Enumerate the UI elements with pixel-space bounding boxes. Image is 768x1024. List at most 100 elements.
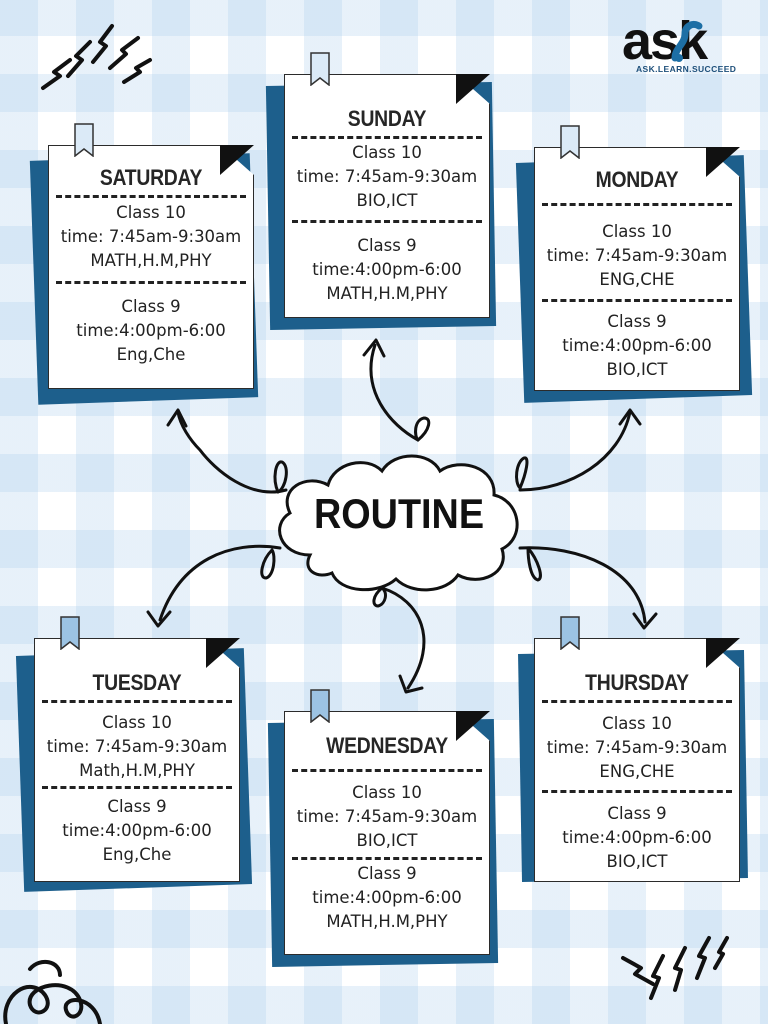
logo-mark-icon	[671, 20, 703, 62]
page-fold-icon	[706, 147, 740, 177]
class9-subjects: MATH,H.M,PHY	[326, 912, 448, 931]
class10-time: time: 7:45am-9:30am	[296, 167, 478, 186]
bookmark-tab-icon	[560, 125, 580, 159]
class10-label: Class 10	[116, 203, 186, 222]
class9-block: Class 9 time:4:00pm-6:00 MATH,H.M,PHY	[284, 234, 490, 306]
arrow-monday	[518, 410, 632, 492]
card-paper	[284, 711, 490, 955]
page-fold-icon	[706, 638, 740, 668]
class10-time: time: 7:45am-9:30am	[546, 246, 728, 265]
swirl-bottom-left-icon	[3, 959, 102, 1024]
card-paper	[284, 74, 490, 318]
class9-block: Class 9 time:4:00pm-6:00 Eng,Che	[34, 795, 240, 867]
divider	[56, 281, 246, 284]
class9-subjects: BIO,ICT	[606, 852, 668, 871]
day-card-saturday: SATURDAY Class 10 time: 7:45am-9:30am MA…	[29, 123, 259, 405]
class9-time: time:4:00pm-6:00	[562, 336, 712, 355]
card-paper	[534, 147, 740, 391]
class10-block: Class 10 time: 7:45am-9:30am Math,H.M,PH…	[34, 711, 240, 783]
day-title: MONDAY	[595, 167, 679, 192]
scribble-bottom-right-icon	[621, 936, 729, 1000]
day-card-thursday: THURSDAY Class 10 time: 7:45am-9:30am EN…	[518, 616, 748, 882]
class9-subjects: Eng,Che	[102, 845, 172, 864]
class9-subjects: MATH,H.M,PHY	[326, 284, 448, 303]
bookmark-tab-icon	[310, 52, 330, 86]
divider	[542, 299, 732, 302]
class9-time: time:4:00pm-6:00	[312, 888, 462, 907]
class10-time: time: 7:45am-9:30am	[296, 807, 478, 826]
routine-title: ROUTINE	[313, 490, 485, 537]
divider	[42, 700, 232, 703]
class9-time: time:4:00pm-6:00	[312, 260, 462, 279]
scribble-top-left-icon	[41, 24, 152, 90]
day-card-sunday: SUNDAY Class 10 time: 7:45am-9:30am BIO,…	[265, 52, 497, 330]
class10-block: Class 10 time: 7:45am-9:30am ENG,CHE	[534, 220, 740, 292]
class9-label: Class 9	[107, 797, 167, 816]
day-title: TUESDAY	[92, 670, 182, 695]
page-fold-icon	[206, 638, 240, 668]
class10-subjects: BIO,ICT	[356, 831, 418, 850]
class10-label: Class 10	[602, 714, 672, 733]
arrow-saturday	[176, 410, 288, 494]
class10-label: Class 10	[102, 713, 172, 732]
class10-block: Class 10 time: 7:45am-9:30am BIO,ICT	[284, 781, 490, 853]
arrow-sunday	[369, 343, 420, 442]
class10-subjects: BIO,ICT	[356, 191, 418, 210]
divider	[42, 786, 232, 789]
class9-block: Class 9 time:4:00pm-6:00 MATH,H.M,PHY	[284, 862, 490, 934]
day-title: WEDNESDAY	[326, 733, 448, 758]
bookmark-tab-icon	[310, 689, 330, 723]
class10-subjects: MATH,H.M,PHY	[90, 251, 212, 270]
page-fold-icon	[456, 74, 490, 104]
divider	[542, 700, 732, 703]
class10-block: Class 10 time: 7:45am-9:30am ENG,CHE	[534, 712, 740, 784]
card-paper	[534, 638, 740, 882]
class9-label: Class 9	[357, 864, 417, 883]
arrow-tuesday	[158, 544, 282, 622]
class9-block: Class 9 time:4:00pm-6:00 BIO,ICT	[534, 802, 740, 874]
divider	[56, 195, 246, 198]
class10-subjects: ENG,CHE	[599, 270, 675, 289]
divider	[292, 220, 482, 223]
bookmark-tab-icon	[560, 616, 580, 650]
bookmark-tab-icon	[74, 123, 94, 157]
divider	[292, 857, 482, 860]
routine-cloud	[278, 454, 519, 592]
class9-time: time:4:00pm-6:00	[76, 321, 226, 340]
arrow-wednesday	[380, 586, 426, 690]
day-card-tuesday: TUESDAY Class 10 time: 7:45am-9:30am Mat…	[15, 616, 253, 892]
class9-block: Class 9 time:4:00pm-6:00 BIO,ICT	[534, 310, 740, 382]
class9-block: Class 9 time:4:00pm-6:00 Eng,Che	[48, 295, 254, 367]
class10-time: time: 7:45am-9:30am	[546, 738, 728, 757]
page-fold-icon	[220, 145, 254, 175]
divider	[292, 769, 482, 772]
card-paper	[34, 638, 240, 882]
class9-subjects: Eng,Che	[116, 345, 186, 364]
class10-subjects: ENG,CHE	[599, 762, 675, 781]
day-title: THURSDAY	[585, 670, 689, 695]
divider	[542, 203, 732, 206]
class10-label: Class 10	[352, 143, 422, 162]
class10-time: time: 7:45am-9:30am	[46, 737, 228, 756]
logo-tagline: ASK.LEARN.SUCCEED	[636, 64, 737, 74]
class10-block: Class 10 time: 7:45am-9:30am MATH,H.M,PH…	[48, 201, 254, 273]
page-fold-icon	[456, 711, 490, 741]
card-paper	[48, 145, 254, 389]
day-title: SATURDAY	[99, 165, 203, 190]
class10-label: Class 10	[602, 222, 672, 241]
day-card-monday: MONDAY Class 10 time: 7:45am-9:30am ENG,…	[515, 125, 753, 403]
bookmark-tab-icon	[60, 616, 80, 650]
day-title: SUNDAY	[347, 106, 427, 131]
class10-time: time: 7:45am-9:30am	[60, 227, 242, 246]
class9-label: Class 9	[357, 236, 417, 255]
class9-time: time:4:00pm-6:00	[62, 821, 212, 840]
class10-label: Class 10	[352, 783, 422, 802]
class9-label: Class 9	[121, 297, 181, 316]
class9-label: Class 9	[607, 312, 667, 331]
class10-block: Class 10 time: 7:45am-9:30am BIO,ICT	[284, 141, 490, 213]
class9-subjects: BIO,ICT	[606, 360, 668, 379]
class9-time: time:4:00pm-6:00	[562, 828, 712, 847]
arrow-thursday	[518, 546, 647, 624]
day-card-wednesday: WEDNESDAY Class 10 time: 7:45am-9:30am B…	[267, 689, 499, 967]
class9-label: Class 9	[607, 804, 667, 823]
